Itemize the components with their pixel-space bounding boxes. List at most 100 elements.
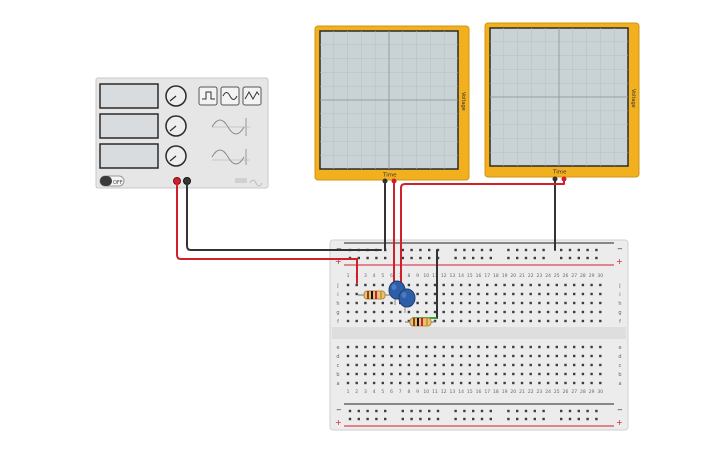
rail-hole[interactable] [507, 256, 510, 260]
breadboard-hole[interactable] [503, 381, 506, 385]
amplitude-knob[interactable] [165, 115, 187, 137]
breadboard-hole[interactable] [520, 319, 524, 323]
breadboard-hole[interactable] [425, 292, 428, 296]
breadboard-hole[interactable] [503, 363, 506, 367]
breadboard-hole[interactable] [372, 381, 376, 385]
breadboard-hole[interactable] [433, 283, 437, 287]
breadboard-hole[interactable] [494, 345, 498, 349]
breadboard-hole[interactable] [486, 381, 489, 385]
rail-hole[interactable] [366, 256, 369, 260]
rail-hole[interactable] [568, 248, 572, 252]
breadboard-hole[interactable] [520, 283, 524, 287]
breadboard-hole[interactable] [546, 345, 550, 349]
breadboard-hole[interactable] [451, 283, 454, 287]
breadboard-hole[interactable] [390, 345, 393, 349]
breadboard-hole[interactable] [599, 310, 602, 314]
breadboard-hole[interactable] [355, 292, 358, 296]
breadboard-hole[interactable] [538, 363, 541, 367]
breadboard-hole[interactable] [581, 372, 585, 376]
breadboard-hole[interactable] [355, 372, 358, 376]
breadboard-hole[interactable] [390, 381, 393, 385]
breadboard-hole[interactable] [425, 283, 428, 287]
breadboard-hole[interactable] [381, 354, 384, 358]
rail-hole[interactable] [472, 417, 475, 421]
breadboard-hole[interactable] [581, 381, 585, 385]
rail-hole[interactable] [480, 248, 484, 252]
breadboard-hole[interactable] [468, 345, 471, 349]
rail-hole[interactable] [480, 409, 484, 413]
oscilloscope-1[interactable]: Time Voltage [314, 25, 470, 184]
rail-hole[interactable] [348, 409, 352, 413]
frequency-knob[interactable] [165, 85, 187, 107]
breadboard-hole[interactable] [529, 283, 532, 287]
breadboard-hole[interactable] [346, 319, 350, 323]
breadboard-hole[interactable] [486, 354, 489, 358]
breadboard-hole[interactable] [503, 319, 506, 323]
breadboard-hole[interactable] [599, 354, 602, 358]
breadboard-hole[interactable] [364, 283, 367, 287]
breadboard-hole[interactable] [512, 345, 515, 349]
breadboard-hole[interactable] [407, 363, 411, 367]
breadboard-hole[interactable] [399, 363, 402, 367]
oscilloscope-2[interactable]: Time Voltage [484, 22, 640, 182]
breadboard-hole[interactable] [416, 292, 419, 296]
breadboard-hole[interactable] [503, 292, 506, 296]
breadboard-hole[interactable] [442, 345, 445, 349]
breadboard-hole[interactable] [355, 283, 358, 287]
breadboard-hole[interactable] [468, 319, 471, 323]
breadboard-hole[interactable] [503, 301, 506, 305]
breadboard-hole[interactable] [590, 310, 593, 314]
breadboard-hole[interactable] [355, 363, 358, 367]
breadboard-hole[interactable] [364, 354, 367, 358]
rail-hole[interactable] [384, 256, 387, 260]
breadboard-hole[interactable] [381, 381, 384, 385]
rail-hole[interactable] [568, 409, 572, 413]
breadboard-hole[interactable] [581, 345, 585, 349]
breadboard-hole[interactable] [364, 345, 367, 349]
rail-hole[interactable] [595, 417, 598, 421]
breadboard-hole[interactable] [520, 345, 524, 349]
breadboard-hole[interactable] [399, 310, 402, 314]
rail-hole[interactable] [595, 256, 598, 260]
rail-hole[interactable] [436, 409, 440, 413]
rail-hole[interactable] [401, 409, 404, 413]
breadboard-hole[interactable] [564, 363, 567, 367]
breadboard-hole[interactable] [433, 345, 437, 349]
breadboard-hole[interactable] [573, 372, 576, 376]
breadboard-hole[interactable] [416, 283, 419, 287]
breadboard-hole[interactable] [573, 310, 576, 314]
rail-hole[interactable] [419, 417, 422, 421]
breadboard-hole[interactable] [477, 292, 480, 296]
breadboard-hole[interactable] [381, 345, 384, 349]
breadboard-hole[interactable] [529, 319, 532, 323]
breadboard-hole[interactable] [451, 310, 454, 314]
breadboard-hole[interactable] [399, 354, 402, 358]
rail-hole[interactable] [533, 409, 536, 413]
rail-hole[interactable] [586, 409, 589, 413]
breadboard-hole[interactable] [503, 283, 506, 287]
breadboard-holes[interactable] [346, 283, 602, 385]
rail-hole[interactable] [375, 417, 378, 421]
breadboard-hole[interactable] [573, 381, 576, 385]
breadboard-hole[interactable] [425, 354, 428, 358]
breadboard-hole[interactable] [372, 310, 376, 314]
rail-hole[interactable] [472, 409, 475, 413]
rail-hole[interactable] [577, 256, 580, 260]
breadboard-hole[interactable] [346, 381, 350, 385]
breadboard-hole[interactable] [546, 310, 550, 314]
breadboard-hole[interactable] [416, 310, 419, 314]
breadboard-hole[interactable] [451, 292, 454, 296]
breadboard-hole[interactable] [573, 292, 576, 296]
rail-hole[interactable] [480, 417, 484, 421]
rail-hole[interactable] [419, 248, 422, 252]
wire-generator-negative[interactable] [186, 180, 382, 251]
rail-hole[interactable] [410, 256, 413, 260]
breadboard-hole[interactable] [399, 381, 402, 385]
breadboard-hole[interactable] [503, 372, 506, 376]
breadboard-hole[interactable] [529, 310, 532, 314]
rail-hole[interactable] [516, 417, 519, 421]
rail-hole[interactable] [357, 256, 360, 260]
breadboard-hole[interactable] [503, 354, 506, 358]
rail-hole[interactable] [595, 248, 598, 252]
breadboard-hole[interactable] [590, 363, 593, 367]
